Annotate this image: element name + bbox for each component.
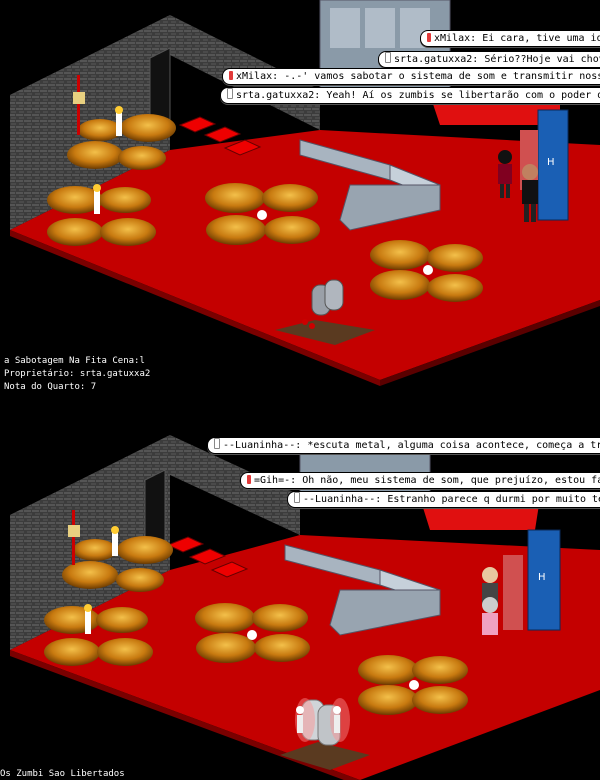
gravestone[interactable] bbox=[275, 279, 375, 345]
pillow-group[interactable] bbox=[370, 240, 483, 302]
chat-bubble: --Luaninha--: *escuta metal, alguma cois… bbox=[207, 437, 600, 454]
floor-edge-right bbox=[380, 300, 600, 386]
pillow-group[interactable] bbox=[67, 106, 176, 170]
chat-text: Estranho parece q durmi por muito tempo bbox=[387, 494, 600, 505]
pillow-group[interactable] bbox=[44, 604, 153, 666]
scene-panel-2: H bbox=[0, 420, 600, 780]
chat-text: *escuta metal, alguma coisa acontece, co… bbox=[307, 440, 600, 451]
room-owner: Proprietário: srta.gatuxxa2 bbox=[4, 369, 151, 379]
pillow-group[interactable] bbox=[205, 183, 320, 245]
chat-username: srta.gatuxxa2: bbox=[236, 90, 321, 101]
rug[interactable] bbox=[178, 116, 217, 133]
avatar-gih[interactable] bbox=[482, 597, 498, 635]
chat-username: --Luaninha--: bbox=[223, 440, 302, 451]
bar-counter-front[interactable] bbox=[339, 184, 441, 231]
chat-username: xMilax: bbox=[434, 33, 477, 44]
rug[interactable] bbox=[210, 561, 249, 578]
rug[interactable] bbox=[223, 139, 262, 156]
chat-username: =Gih=-: bbox=[254, 475, 297, 486]
chat-text: -.-' vamos sabotar o sistema de som e tr… bbox=[284, 71, 600, 82]
rug[interactable] bbox=[166, 536, 205, 553]
gravestone-with-zombies[interactable] bbox=[280, 698, 370, 770]
chat-text: Ei cara, tive uma idéia! bbox=[482, 33, 600, 44]
chat-user-tab bbox=[227, 88, 233, 99]
chat-username: --Luaninha--: bbox=[303, 494, 382, 505]
arcade-machine[interactable] bbox=[503, 555, 523, 630]
avatar-srta-gatuxxa2[interactable] bbox=[498, 150, 512, 198]
chat-username: srta.gatuxxa2: bbox=[394, 54, 479, 65]
blue-portable-booth[interactable] bbox=[527, 529, 561, 631]
scene-panel-1: H bbox=[4, 0, 600, 394]
room-rating: Nota do Quarto: 7 bbox=[4, 382, 97, 392]
room-info: a Sabotagem Na Fita Cena:l Proprietário:… bbox=[4, 355, 150, 394]
chat-user-tab bbox=[229, 71, 233, 80]
chat-text: Yeah! Aí os zumbis se libertarão com o p… bbox=[326, 90, 600, 101]
pillow-group[interactable] bbox=[358, 655, 468, 715]
room-scene-2: H bbox=[10, 435, 600, 780]
pillow-group[interactable] bbox=[62, 526, 173, 592]
blue-portable-booth[interactable] bbox=[537, 109, 569, 221]
floor-edge bbox=[10, 650, 360, 780]
sound-system-unit[interactable] bbox=[365, 8, 395, 48]
chat-bubble: =Gih=-: Oh não, meu sistema de som, que … bbox=[240, 472, 600, 489]
avatar-xmilax[interactable] bbox=[522, 164, 538, 222]
chat-bubble: srta.gatuxxa2: Sério??Hoje vai chover!!! bbox=[378, 51, 600, 68]
rug[interactable] bbox=[203, 126, 242, 143]
rug[interactable] bbox=[188, 548, 227, 565]
chat-user-tab bbox=[427, 33, 431, 42]
chat-user-tab bbox=[247, 475, 251, 484]
chat-bubble: xMilax: Ei cara, tive uma idéia! bbox=[420, 30, 600, 47]
chat-text: Oh não, meu sistema de som, que prejuízo… bbox=[302, 475, 600, 486]
pillow-group[interactable] bbox=[195, 603, 310, 663]
chat-bubble: srta.gatuxxa2: Yeah! Aí os zumbis se lib… bbox=[220, 87, 600, 104]
room-floor[interactable] bbox=[10, 130, 600, 380]
svg-text:H: H bbox=[538, 572, 546, 583]
pillow-group[interactable] bbox=[47, 184, 156, 246]
chinese-lantern-decoration bbox=[73, 75, 85, 135]
room-scene-1: H bbox=[10, 0, 600, 386]
chat-bubble: --Luaninha--: Estranho parece q durmi po… bbox=[287, 491, 600, 508]
chat-user-tab bbox=[385, 52, 391, 63]
chat-user-tab bbox=[294, 492, 300, 503]
floor-edge bbox=[10, 230, 380, 386]
chat-text: Sério??Hoje vai chover!!! bbox=[484, 54, 600, 65]
chat-bubble: xMilax: -.-' vamos sabotar o sistema de … bbox=[222, 68, 600, 85]
chinese-lantern-decoration bbox=[68, 510, 80, 565]
svg-text:H: H bbox=[547, 157, 555, 168]
bar-counter-front[interactable] bbox=[329, 589, 441, 636]
chat-username: xMilax: bbox=[236, 71, 279, 82]
sound-system-unit[interactable] bbox=[330, 8, 360, 48]
chat-user-tab bbox=[214, 438, 220, 449]
room-floor[interactable] bbox=[10, 535, 600, 780]
back-wall-left bbox=[10, 435, 300, 555]
room-name: a Sabotagem Na Fita Cena:l bbox=[4, 356, 145, 366]
panel-caption: Os Zumbi Sao Libertados bbox=[0, 769, 125, 779]
